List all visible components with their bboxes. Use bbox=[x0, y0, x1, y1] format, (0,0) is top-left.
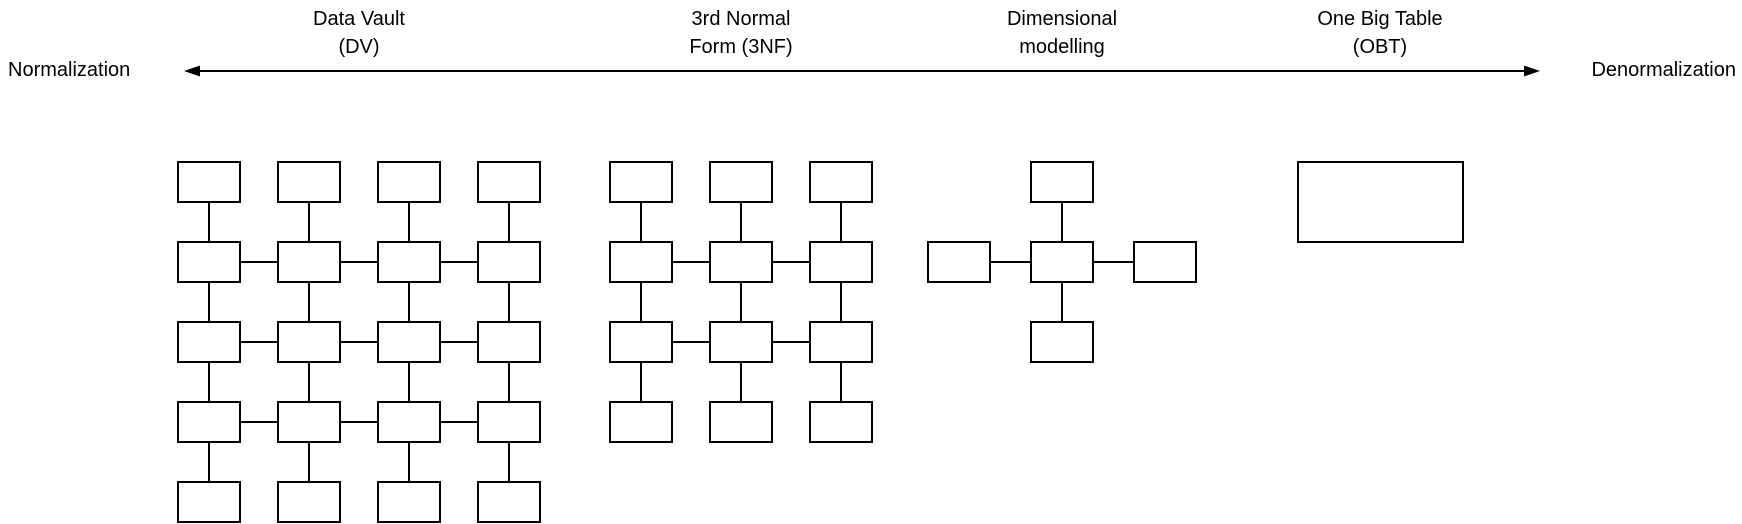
table-box bbox=[709, 241, 773, 283]
table-box bbox=[277, 401, 341, 443]
dimension-table-box bbox=[927, 241, 991, 283]
method-label-line: (OBT) bbox=[1352, 36, 1408, 58]
table-box bbox=[277, 241, 341, 283]
method-label-third-normal-form: 3rd Normal Form (3NF) bbox=[689, 5, 792, 61]
table-box bbox=[609, 401, 673, 443]
arrow-head-left-icon bbox=[184, 65, 200, 77]
method-label-line: Dimensional bbox=[1006, 8, 1118, 30]
table-box bbox=[477, 321, 541, 363]
table-box bbox=[609, 161, 673, 203]
table-box bbox=[177, 401, 241, 443]
method-label-dimensional-modelling: Dimensional modelling bbox=[1007, 5, 1117, 61]
method-label-one-big-table: One Big Table (OBT) bbox=[1317, 5, 1442, 61]
star-schema bbox=[927, 161, 1197, 363]
table-box bbox=[277, 161, 341, 203]
fact-table-box bbox=[1030, 241, 1094, 283]
table-box bbox=[377, 321, 441, 363]
table-box bbox=[477, 241, 541, 283]
table-box bbox=[709, 161, 773, 203]
method-label-line: 3rd Normal bbox=[691, 8, 791, 30]
method-label-line: One Big Table bbox=[1317, 8, 1443, 30]
table-box bbox=[477, 161, 541, 203]
method-label-line: modelling bbox=[1019, 36, 1105, 58]
table-box bbox=[609, 321, 673, 363]
table-box bbox=[377, 481, 441, 523]
method-label-data-vault: Data Vault (DV) bbox=[313, 5, 405, 61]
dimension-table-box bbox=[1030, 321, 1094, 363]
method-label-line: Form (3NF) bbox=[689, 36, 793, 58]
third-normal-form-schema bbox=[609, 161, 873, 443]
arrow-head-right-icon bbox=[1524, 65, 1540, 77]
table-box bbox=[277, 481, 341, 523]
table-box bbox=[477, 481, 541, 523]
table-box bbox=[177, 321, 241, 363]
table-box bbox=[809, 241, 873, 283]
table-box bbox=[609, 241, 673, 283]
table-box bbox=[377, 161, 441, 203]
table-box bbox=[377, 241, 441, 283]
table-box bbox=[177, 241, 241, 283]
table-box bbox=[809, 161, 873, 203]
table-box bbox=[809, 321, 873, 363]
table-box bbox=[177, 481, 241, 523]
table-box bbox=[809, 401, 873, 443]
table-box bbox=[709, 321, 773, 363]
method-label-line: (DV) bbox=[338, 36, 380, 58]
table-box bbox=[377, 401, 441, 443]
normalization-label: Normalization bbox=[8, 59, 131, 81]
denormalization-label: Denormalization bbox=[1591, 59, 1736, 81]
one-big-table-box bbox=[1297, 161, 1464, 243]
dimension-table-box bbox=[1133, 241, 1197, 283]
method-label-line: Data Vault bbox=[313, 8, 405, 30]
table-box bbox=[477, 401, 541, 443]
dimension-table-box bbox=[1030, 161, 1094, 203]
data-vault-schema bbox=[177, 161, 541, 523]
big-table-box bbox=[1297, 161, 1464, 243]
spectrum-arrow bbox=[184, 65, 1540, 77]
table-box bbox=[177, 161, 241, 203]
table-box bbox=[709, 401, 773, 443]
table-box bbox=[277, 321, 341, 363]
